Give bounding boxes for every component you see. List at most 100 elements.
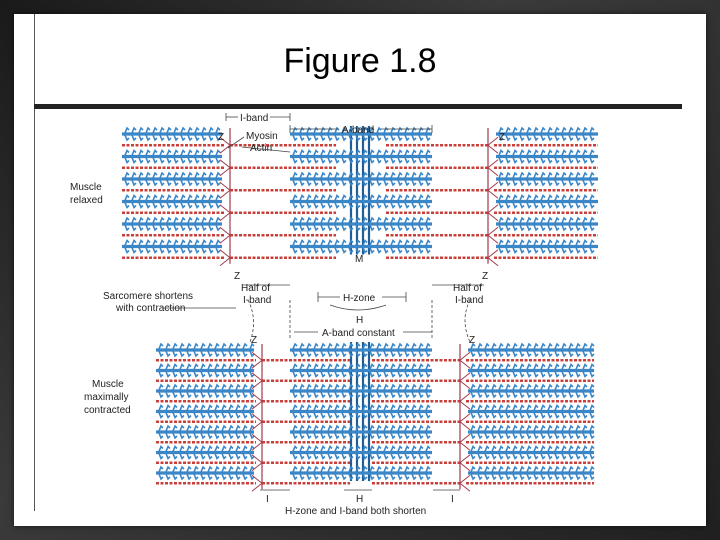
myosin-head (554, 465, 560, 481)
myosin-head (235, 445, 241, 460)
myosin-head (561, 216, 567, 232)
myosin-head (214, 404, 220, 419)
myosin-head (568, 363, 574, 378)
myosin-head (299, 342, 305, 358)
myosin-head (554, 363, 560, 378)
myosin-head (186, 465, 192, 481)
myosin-head (208, 126, 214, 142)
muscle-relaxed-label-line2: relaxed (70, 195, 103, 206)
myosin-head (173, 171, 179, 187)
myosin-head (221, 424, 227, 440)
myosin-head (589, 465, 595, 481)
myosin-head (334, 424, 340, 440)
myosin-head (313, 171, 319, 187)
myosin-head (568, 342, 574, 358)
myosin-head (554, 194, 560, 209)
myosin-head (313, 383, 319, 399)
myosin-head (589, 194, 595, 209)
myosin-head (249, 404, 255, 419)
myosin-head (376, 363, 382, 378)
myosin-head (547, 404, 553, 419)
myosin-head (214, 383, 220, 399)
myosin-head (362, 216, 368, 232)
myosin-head (526, 239, 532, 254)
contracted-sarcomere (156, 342, 595, 492)
myosin-head (512, 363, 518, 378)
myosin-head (341, 445, 347, 460)
myosin-head (477, 445, 483, 460)
myosin-head (533, 383, 539, 399)
myosin-head (306, 171, 312, 187)
myosin-head (390, 194, 396, 209)
myosin-head (306, 216, 312, 232)
myosin-head (561, 404, 567, 419)
myosin-head (348, 445, 354, 460)
myosin-head (582, 171, 588, 187)
myosin-head (582, 404, 588, 419)
myosin-head (477, 465, 483, 481)
myosin-head (411, 383, 417, 399)
myosin-head (341, 239, 347, 254)
myosin-head (362, 383, 368, 399)
myosin-head (589, 126, 595, 142)
h-mid-label: H (356, 315, 363, 326)
myosin-head (299, 424, 305, 440)
myosin-head (526, 149, 532, 164)
myosin-head (194, 171, 200, 187)
myosin-head (180, 171, 186, 187)
myosin-head (418, 363, 424, 378)
myosin-head (554, 383, 560, 399)
myosin-head (425, 194, 431, 209)
myosin-head (526, 383, 532, 399)
myosin-head (292, 445, 298, 460)
myosin-head (215, 194, 221, 209)
myosin-head (348, 171, 354, 187)
myosin-head (547, 342, 553, 358)
myosin-head (201, 194, 207, 209)
myosin-head (376, 239, 382, 254)
myosin-head (299, 194, 305, 209)
slide-title: Figure 1.8 (283, 42, 437, 80)
myosin-head (221, 404, 227, 419)
myosin-head (491, 363, 497, 378)
myosin-head (124, 194, 130, 209)
myosin-head (193, 465, 199, 481)
myosin-head (369, 216, 375, 232)
myosin-head (173, 239, 179, 254)
myosin-head (131, 126, 137, 142)
myosin-head (124, 239, 130, 254)
myosin-head (341, 171, 347, 187)
myosin-head (369, 445, 375, 460)
myosin-head (519, 465, 525, 481)
myosin-head (172, 404, 178, 419)
myosin-head (477, 363, 483, 378)
myosin-head (575, 149, 581, 164)
myosin-head (547, 383, 553, 399)
myosin-head (369, 424, 375, 440)
myosin-head (411, 404, 417, 419)
myosin-head (575, 404, 581, 419)
myosin-head (376, 404, 382, 419)
myosin-head (554, 342, 560, 358)
myosin-head (187, 216, 193, 232)
myosin-head (348, 149, 354, 164)
myosin-head (221, 445, 227, 460)
myosin-head (505, 171, 511, 187)
myosin-head (540, 465, 546, 481)
myosin-head (180, 149, 186, 164)
myosin-head (242, 445, 248, 460)
myosin-head (477, 404, 483, 419)
myosin-head (383, 194, 389, 209)
myosin-head (221, 465, 227, 481)
myosin-head (348, 126, 354, 142)
myosin-head (355, 342, 361, 358)
myosin-head (418, 194, 424, 209)
myosin-head (159, 171, 165, 187)
myosin-head (138, 216, 144, 232)
actin-label: Actin (250, 143, 272, 154)
myosin-head (193, 383, 199, 399)
myosin-head (540, 383, 546, 399)
myosin-head (369, 465, 375, 481)
myosin-head (589, 171, 595, 187)
